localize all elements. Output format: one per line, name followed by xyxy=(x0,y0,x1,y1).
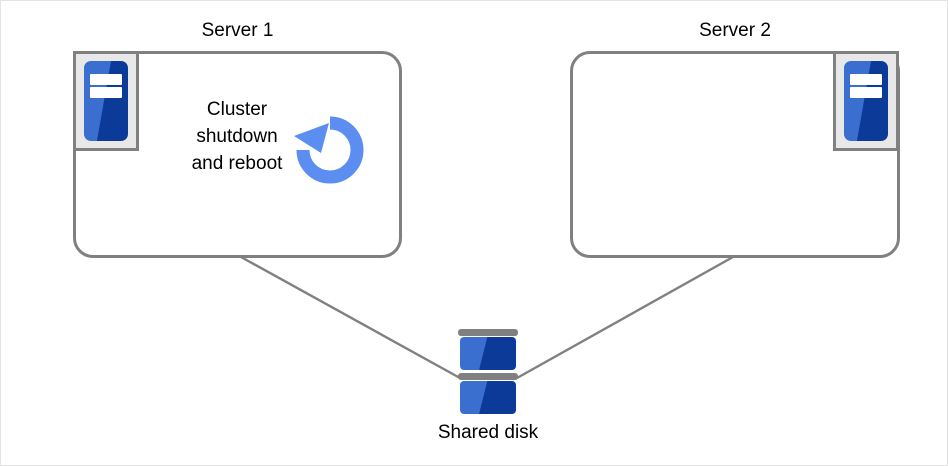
server1-title: Server 1 xyxy=(201,20,274,41)
server2-title: Server 2 xyxy=(699,20,771,41)
server-icon xyxy=(833,51,899,151)
disk-platter-bottom xyxy=(460,381,516,414)
server-icon-chip xyxy=(84,61,128,141)
server-icon xyxy=(73,51,139,151)
cluster-shutdown-reboot-label: Cluster shutdown and reboot xyxy=(191,99,283,174)
connector-server1-to-shared-disk xyxy=(240,255,461,380)
server-icon-slot-bottom xyxy=(850,87,882,99)
disk-bar-middle xyxy=(458,373,518,380)
shared-disk-label: Shared disk xyxy=(437,422,539,443)
server-icon-slot-top xyxy=(850,73,882,85)
shared-disk-icon xyxy=(456,329,520,415)
server-icon-slot-bottom xyxy=(90,87,122,99)
disk-platter-top xyxy=(460,337,516,370)
reboot-arrow-icon xyxy=(294,116,364,184)
server-icon-chip xyxy=(844,61,888,141)
connector-server2-to-shared-disk xyxy=(516,255,734,380)
disk-bar-top xyxy=(458,329,518,336)
server-icon-slot-top xyxy=(90,73,122,85)
